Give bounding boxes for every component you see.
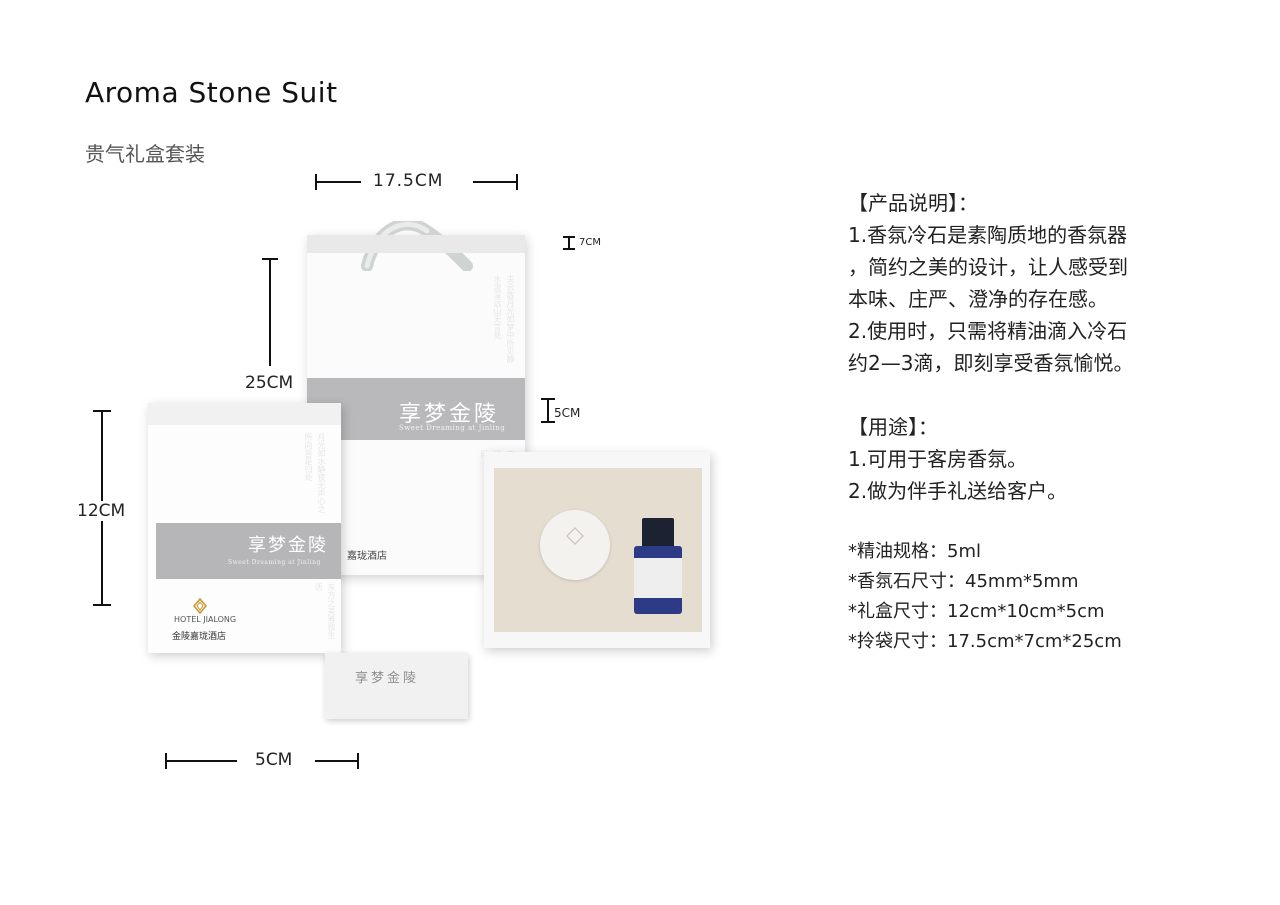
dimension-box-height: 12CM — [75, 410, 145, 610]
dimension-label: 12CM — [75, 501, 128, 521]
page-subtitle: 贵气礼盒套装 — [85, 142, 205, 166]
brand-name-cn: 享梦金陵 — [248, 535, 328, 556]
dimension-label: 7CM — [579, 237, 601, 248]
description-line: 约2—3滴，即刻享受香氛愉悦。 — [848, 351, 1134, 375]
dimension-label: 17.5CM — [373, 171, 444, 191]
bag-hotel-text: 嘉珑酒店 — [347, 551, 387, 562]
dimension-label: 5CM — [255, 750, 293, 770]
dimension-bag-width: 17.5CM — [315, 171, 520, 192]
gift-tray — [494, 468, 702, 632]
spec-line: *精油规格：5ml — [848, 541, 981, 562]
bag-band: 享梦金陵 Sweet Dreaming at Jinling — [307, 378, 525, 440]
open-gift-box — [484, 452, 710, 648]
hotel-name-cn: 金陵嘉珑酒店 — [172, 632, 227, 642]
dimension-bag-depth: 7CM — [563, 236, 613, 252]
spec-line: *礼盒尺寸：12cm*10cm*5cm — [848, 601, 1105, 622]
hotel-logo-icon — [190, 597, 210, 615]
usage-line: 1.可用于客房香氛。 — [848, 447, 1028, 471]
description-line: 2.使用时，只需将精油滴入冷石 — [848, 319, 1128, 343]
dimension-box-depth: 5CM — [165, 750, 361, 771]
greeting-card: 享梦金陵 — [325, 653, 468, 719]
stone-logo-icon — [565, 526, 585, 546]
essential-oil-bottle — [634, 518, 682, 614]
brand-name-cn: 享梦金陵 — [399, 402, 500, 427]
spec-line: *拎袋尺寸：17.5cm*7cm*25cm — [848, 631, 1122, 652]
box-band: 享梦金陵 Sweet Dreaming at Jinling — [156, 523, 341, 579]
description-line: 本味、庄严、澄净的存在感。 — [848, 287, 1108, 311]
card-text: 享梦金陵 — [355, 671, 420, 686]
description-heading: 【产品说明】： — [848, 191, 978, 215]
brand-name-en: Sweet Dreaming at Jinling — [399, 424, 506, 432]
usage-heading: 【用途】： — [848, 415, 938, 439]
dimension-label: 5CM — [554, 406, 581, 420]
aroma-stone — [540, 510, 610, 580]
description-line: 1.香氛冷石是素陶质地的香氛器 — [848, 223, 1128, 247]
dimension-bag-height: 25CM — [240, 258, 310, 398]
usage-line: 2.做为伴手礼送给客户。 — [848, 479, 1068, 503]
brand-name-en: Sweet Dreaming at Jinling — [228, 559, 321, 566]
description-line: ，简约之美的设计，让人感受到 — [848, 255, 1128, 279]
page-title: Aroma Stone Suit — [85, 76, 338, 109]
gift-box: 月光如水静夜无声心之所向皆是归处 享梦金陵 Sweet Dreaming at … — [148, 403, 341, 653]
spec-line: *香氛石尺寸：45mm*5mm — [848, 571, 1079, 592]
dimension-band-height: 5CM — [541, 398, 591, 426]
dimension-label: 25CM — [245, 373, 294, 393]
hotel-name-en: HOTEL JIALONG — [174, 615, 237, 624]
